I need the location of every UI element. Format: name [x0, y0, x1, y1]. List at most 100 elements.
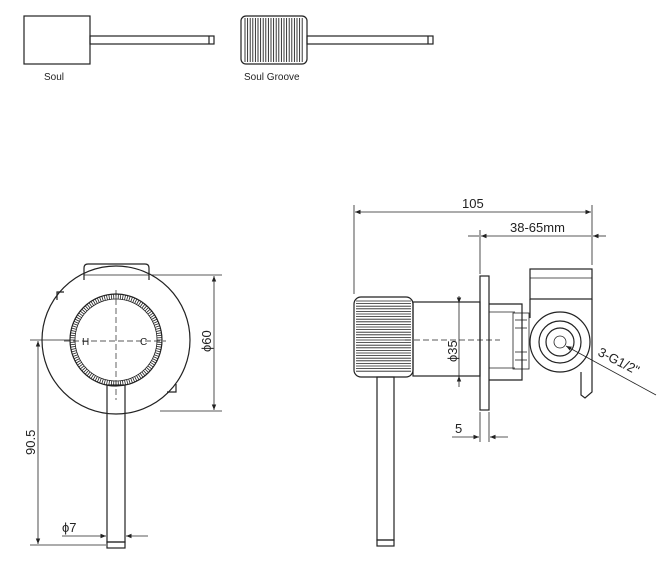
groove-line	[156, 346, 162, 348]
front-view: H C ϕ60 90.5 ϕ7	[23, 263, 222, 549]
groove-line	[86, 303, 91, 309]
groove-line	[155, 327, 161, 330]
groove-line	[139, 302, 144, 308]
groove-line	[151, 316, 157, 320]
groove-line	[74, 318, 80, 322]
groove-line	[70, 332, 76, 334]
groove-line	[70, 348, 76, 350]
side-valve-thread	[512, 312, 530, 370]
groove-line	[86, 371, 91, 377]
groove-line	[75, 360, 81, 364]
groove-line	[124, 294, 126, 300]
groove-line	[90, 301, 95, 306]
groove-line	[70, 330, 76, 332]
cold-label: C	[140, 337, 147, 348]
groove-line	[81, 367, 86, 372]
side-outlet-inner	[545, 327, 575, 357]
groove-line	[150, 314, 155, 319]
groove-line	[156, 334, 162, 337]
groove-line	[101, 378, 104, 384]
groove-line	[99, 296, 102, 302]
groove-line	[71, 327, 77, 330]
groove-line	[152, 358, 158, 362]
groove-line	[153, 320, 159, 324]
dim-plate: 5	[455, 421, 462, 436]
side-outlet-outer	[529, 311, 591, 373]
groove-line	[152, 318, 158, 322]
groove-line	[156, 343, 162, 346]
groove-line	[136, 299, 140, 305]
side-rear-bracket	[529, 299, 593, 399]
groove-line	[128, 296, 131, 302]
front-knob-knurl	[70, 294, 162, 386]
groove-line	[94, 298, 98, 304]
hot-label: H	[82, 337, 89, 348]
variant-soul: Soul	[23, 15, 215, 83]
groove-line	[71, 350, 77, 353]
front-top-bracket	[83, 263, 150, 280]
groove-line	[126, 295, 129, 301]
groove-line	[147, 310, 153, 315]
groove-line	[79, 365, 85, 370]
groove-line	[77, 361, 82, 366]
groove-line	[96, 377, 100, 383]
groove-line	[106, 380, 108, 386]
groove-line	[155, 350, 161, 353]
side-outlet-ring	[538, 320, 582, 364]
front-handle	[106, 384, 126, 543]
groove-line	[77, 314, 82, 319]
dim-height: 90.5	[23, 430, 38, 455]
groove-line	[119, 294, 122, 300]
groove-line	[156, 330, 162, 332]
groove-line	[156, 348, 162, 350]
groove-line	[83, 307, 88, 312]
groove-line	[72, 352, 78, 355]
groove-line	[88, 302, 93, 308]
groove-line	[99, 378, 102, 384]
groove-line	[124, 380, 126, 386]
groove-line	[83, 368, 88, 373]
groove-line	[108, 294, 110, 300]
groove-line	[130, 296, 133, 302]
variant-label-soul: Soul	[44, 72, 64, 83]
side-body	[412, 301, 481, 377]
groove-line	[136, 375, 140, 381]
groove-line	[146, 308, 151, 313]
dim-overall: 105	[462, 196, 484, 211]
groove-line	[134, 376, 138, 382]
groove-line	[73, 356, 79, 360]
groove-line	[132, 377, 136, 383]
groove-line	[88, 372, 93, 378]
front-handle-tip	[106, 541, 126, 549]
groove-line	[150, 361, 155, 366]
groove-line	[147, 365, 153, 370]
variant-soul-groove: Soul Groove	[240, 15, 434, 83]
dim-range: 38-65mm	[510, 220, 565, 235]
soul-groove-lever	[306, 35, 434, 45]
groove-line	[73, 320, 79, 324]
groove-line	[72, 325, 78, 328]
groove-line	[70, 334, 76, 337]
front-lug-right	[167, 384, 177, 393]
front-lug-left	[56, 291, 64, 300]
groove-line	[154, 352, 160, 355]
groove-line	[90, 374, 95, 379]
dim-thread: 3-G1/2"	[596, 344, 643, 378]
groove-line	[134, 298, 138, 304]
groove-line	[81, 308, 86, 313]
groove-line	[78, 363, 84, 368]
groove-line	[143, 370, 148, 375]
side-wall-plate	[479, 275, 490, 411]
groove-line	[126, 379, 129, 385]
groove-line	[154, 323, 160, 326]
side-handle-tip	[376, 539, 395, 547]
groove-line	[132, 297, 136, 303]
groove-line	[144, 368, 149, 373]
groove-line	[72, 354, 78, 357]
groove-line	[122, 294, 124, 300]
soul-lever	[89, 35, 215, 45]
groove-line	[94, 376, 98, 382]
groove-line	[156, 332, 162, 334]
groove-line	[143, 305, 148, 310]
